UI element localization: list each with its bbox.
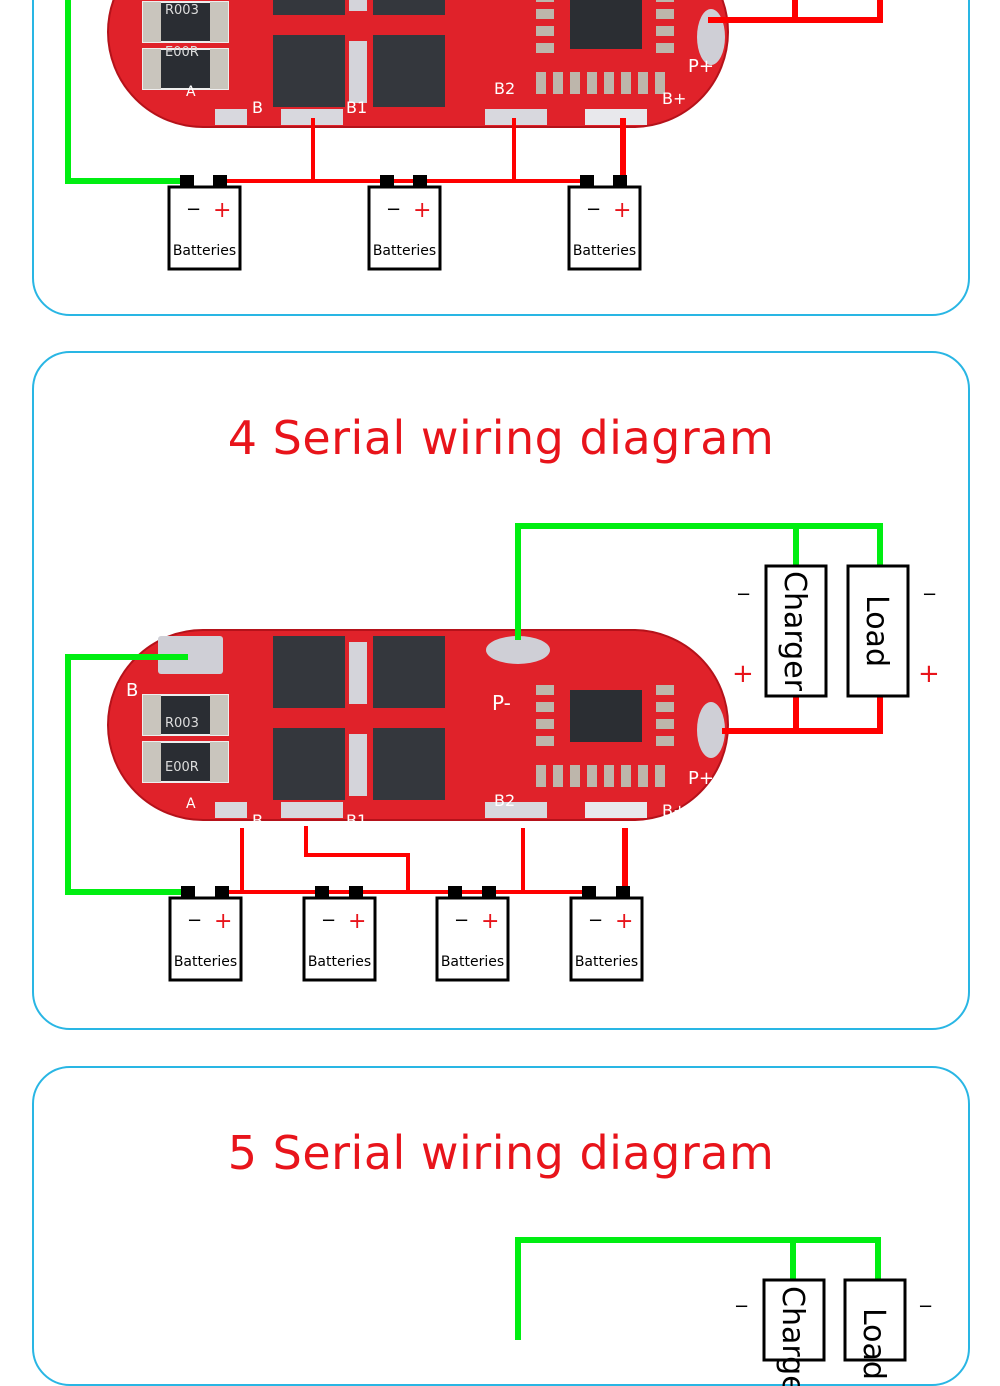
battery-label: Batteries: [174, 954, 237, 970]
charger-minus-sign: −: [734, 1296, 749, 1317]
board-label-B2: B2: [494, 79, 515, 98]
battery-plus: +: [413, 198, 431, 223]
board-label-P-plus: P+: [688, 768, 714, 789]
battery-label: Batteries: [441, 954, 504, 970]
battery-minus: −: [454, 910, 469, 931]
resistor-marking: E00R: [165, 45, 199, 60]
negative-wires: [65, 523, 883, 895]
battery-plus: +: [481, 909, 499, 934]
board-label-P-plus: P+: [688, 56, 714, 77]
battery-plus: +: [615, 909, 633, 934]
battery: − + Batteries: [567, 175, 642, 271]
battery-label: Batteries: [575, 954, 638, 970]
battery-minus: −: [186, 199, 201, 220]
battery: − + Batteries: [435, 886, 510, 982]
negative-wires: [515, 1237, 881, 1340]
resistor-marking: E00R: [165, 760, 199, 775]
battery-minus: −: [586, 199, 601, 220]
charger-label: Charger: [775, 1286, 810, 1386]
panel-title: 5 Serial wiring diagram: [227, 1126, 775, 1180]
board-label-A: A: [186, 84, 196, 100]
load-label: Load: [856, 1308, 891, 1380]
resistor-marking: R003: [165, 3, 199, 18]
bms-board: [107, 629, 729, 821]
load-plus-sign: +: [918, 659, 940, 689]
board-label-A: A: [186, 796, 196, 812]
battery: − + Batteries: [167, 175, 242, 271]
load: Load: [846, 564, 910, 698]
board-label-B-minus: B: [126, 680, 138, 701]
board-label-B: B: [252, 811, 263, 830]
board-label-B-plus: B+: [662, 801, 686, 820]
battery-plus: +: [348, 909, 366, 934]
load-minus-sign: −: [922, 584, 937, 605]
battery-label: Batteries: [308, 954, 371, 970]
charger: Charger: [764, 564, 828, 698]
battery-label: Batteries: [373, 243, 436, 259]
battery-label: Batteries: [573, 243, 636, 259]
charger-label: Charger: [777, 571, 812, 692]
charger-minus-sign: −: [736, 584, 751, 605]
board-label-B2: B2: [494, 791, 515, 810]
battery: − + Batteries: [168, 886, 243, 982]
board-label-B1: B1: [346, 811, 367, 830]
battery: − + Batteries: [302, 886, 377, 982]
battery: − + Batteries: [367, 175, 442, 271]
charger-plus-sign: +: [732, 659, 754, 689]
wiring-diagrams: A B B1 B2 B+ P+ R003 E00R − + Batteries: [65, 0, 940, 1386]
battery-plus: +: [214, 909, 232, 934]
battery: − + Batteries: [569, 886, 644, 982]
diagram-4-serial: B A B B1 B2 B+ P- P+ R003 E00R Charger: [65, 523, 940, 982]
panel-title: 4 Serial wiring diagram: [227, 411, 775, 465]
battery-plus: +: [613, 198, 631, 223]
board-label-B: B: [252, 98, 263, 117]
battery-minus: −: [386, 199, 401, 220]
diagram-3-serial: A B B1 B2 B+ P+ R003 E00R − + Batteries: [65, 0, 883, 271]
positive-wires: [222, 696, 883, 894]
battery-minus: −: [588, 910, 603, 931]
battery-plus: +: [213, 198, 231, 223]
battery-label: Batteries: [173, 243, 236, 259]
negative-wire: [65, 0, 186, 184]
positive-wires: [222, 0, 883, 183]
board-label-P-minus: P-: [492, 691, 511, 715]
board-label-B1: B1: [346, 98, 367, 117]
battery-minus: −: [321, 910, 336, 931]
resistor-marking: R003: [165, 716, 199, 731]
board-label-B-plus: B+: [662, 89, 686, 108]
load-label: Load: [859, 595, 894, 667]
bms-board: [107, 0, 729, 128]
battery-minus: −: [187, 910, 202, 931]
load-minus-sign: −: [918, 1296, 933, 1317]
